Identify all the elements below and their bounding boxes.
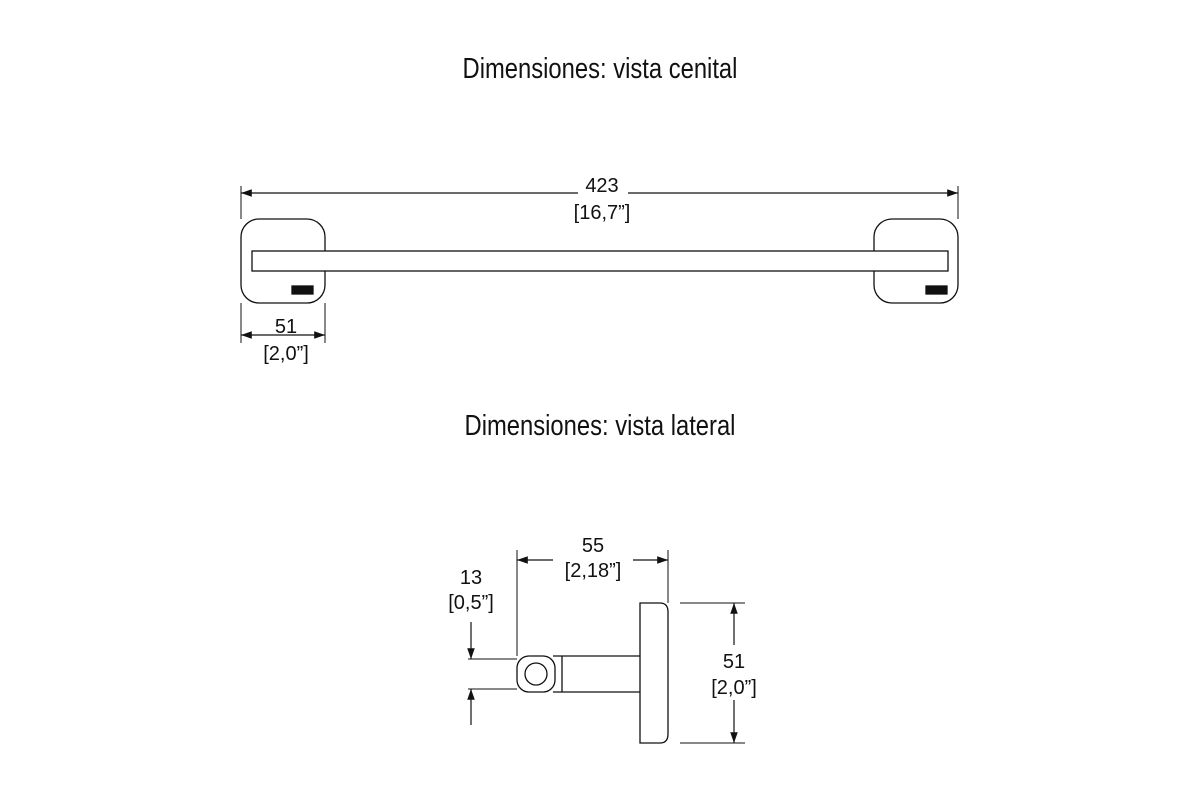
- wall-plate: [639, 602, 669, 744]
- towel-bar: [251, 250, 949, 272]
- length-mm-label: 423: [585, 175, 618, 197]
- projection-in-label: [2,18”]: [565, 560, 622, 582]
- right-mount-logo: [925, 285, 948, 295]
- mount-height-in-label: [2,0”]: [711, 677, 757, 699]
- projection-mm-label: 55: [582, 535, 604, 557]
- title-top-view: Dimensiones: vista cenital: [462, 53, 738, 85]
- left-mount-logo: [291, 285, 314, 295]
- mount-width-mm-label: 51: [275, 316, 297, 338]
- top-view-drawing: [240, 186, 959, 343]
- side-view-drawing: [467, 550, 745, 744]
- length-in-label: [16,7”]: [574, 202, 631, 224]
- mount-width-in-label: [2,0”]: [263, 343, 309, 365]
- title-side-view: Dimensiones: vista lateral: [464, 410, 736, 442]
- diameter-in-label: [0,5”]: [448, 592, 494, 614]
- bar-end-inner: [524, 662, 548, 686]
- mount-height-mm-label: 51: [723, 651, 745, 673]
- diameter-mm-label: 13: [460, 567, 482, 589]
- bar-end-outer: [516, 655, 556, 693]
